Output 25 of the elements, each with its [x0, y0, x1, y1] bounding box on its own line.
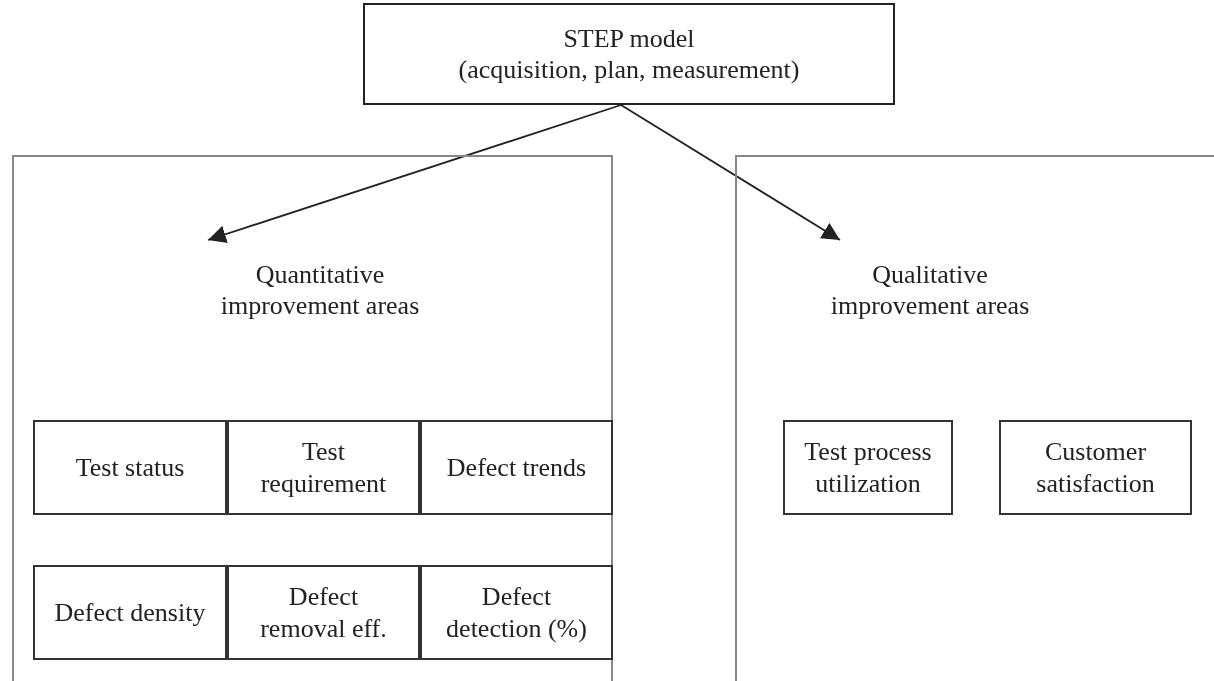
box-label: STEP model	[563, 22, 695, 54]
metric-box	[420, 565, 613, 660]
group-panel	[735, 155, 1214, 681]
metric-box	[227, 420, 420, 515]
box-label: Defect density	[54, 596, 206, 629]
metric-box	[33, 420, 227, 515]
group-heading: Quantitative improvement areas	[200, 240, 440, 340]
box-label: Defect detection (%)	[445, 581, 588, 644]
arrow	[620, 104, 841, 241]
metric-box	[420, 420, 613, 515]
box-label: Customer satisfaction	[1035, 436, 1156, 499]
box-label: Test status	[75, 451, 185, 484]
box-label: Test requirement	[259, 436, 388, 499]
title-box	[363, 3, 895, 105]
box-label: Defect removal eff.	[259, 581, 388, 644]
box-subtitle: (acquisition, plan, measurement)	[458, 54, 800, 86]
metric-box	[227, 565, 420, 660]
box-label: Test process utilization	[803, 436, 933, 499]
metric-box	[999, 420, 1192, 515]
group-panel	[12, 155, 613, 681]
box-label: Defect trends	[446, 451, 587, 484]
metric-box	[783, 420, 953, 515]
arrow	[207, 104, 622, 243]
group-heading: Qualitative improvement areas	[800, 240, 1060, 340]
metric-box	[33, 565, 227, 660]
